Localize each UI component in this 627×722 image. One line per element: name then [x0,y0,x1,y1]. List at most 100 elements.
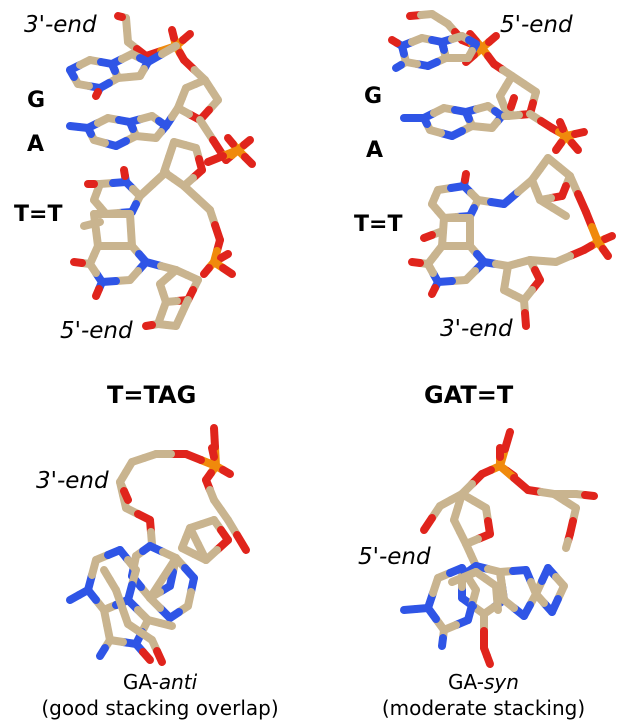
bond-219 [392,61,405,72]
bond-233 [507,94,518,111]
bond-215 [438,38,448,54]
bottom-right-panel-title: GAT=T [424,381,514,409]
bond-333 [601,232,616,243]
bond-541 [438,634,447,650]
bond-153 [217,250,232,262]
bond-255 [462,108,473,123]
top-left-5-prime-end-label: 5'-end [60,318,133,344]
bond-329 [420,231,436,242]
bond-297 [461,170,470,184]
bottom-right-5-prime-end-label: 5'-end [358,544,431,570]
bond-265 [568,139,582,154]
bottom-left-3-prime-end-label: 3'-end [36,468,109,494]
bond-51 [191,76,209,88]
bond-263 [571,128,588,138]
bottom-left-caption-line-2: (good stacking overlap) [41,696,279,720]
top-left-base-g-label: G [27,88,46,113]
bottom-left-panel-title: T=TAG [107,381,197,409]
bond-457 [501,428,514,453]
bond-143 [70,258,86,267]
bottom-right-caption-line-1: GA-syn [340,672,627,692]
bond-301 [514,176,536,196]
bond-351 [521,309,530,330]
bond-7 [114,12,126,21]
bond-157 [200,264,213,278]
bond-551 [493,594,502,614]
bond-83 [240,136,254,149]
bond-167 [164,266,180,281]
top-right-thymine-dimer-label: T=T [354,212,403,237]
bond-141 [92,285,103,300]
bond-11 [168,26,178,42]
bond-175 [142,321,156,330]
bond-441 [66,591,83,604]
top-left-3-prime-end-label: 3'-end [24,12,97,38]
bond-149 [149,168,170,188]
bond-357 [219,466,234,478]
bond-9 [179,30,194,44]
bond-321 [431,242,446,259]
bond-417 [159,554,180,582]
bond-295 [431,186,442,201]
bond-445 [139,648,154,664]
bond-471 [581,491,598,500]
bottom-left-caption-prefix: GA- [122,670,159,694]
bond-173 [178,296,192,317]
bond-395 [186,524,202,548]
bond-217 [388,36,401,47]
bond-377 [120,487,132,504]
bond-477 [420,514,436,534]
bond-325 [408,258,424,267]
top-right-base-g-label: G [364,84,383,109]
bond-267 [556,118,567,133]
bond-117 [120,166,129,180]
bond-517 [496,568,506,590]
bond-85 [241,153,256,168]
bond-539 [400,605,420,614]
bond-429 [88,556,100,579]
bond-27 [66,66,78,81]
bond-525 [532,590,548,607]
bond-41 [92,88,102,100]
bond-361 [208,444,218,461]
bond-537 [429,574,442,597]
bond-483 [562,537,572,552]
top-left-base-a-label: A [27,132,45,157]
bottom-right-caption-conformation: syn [484,670,519,694]
bond-87 [224,134,237,148]
top-right-3-prime-end-label: 3'-end [440,316,513,342]
bond-455 [153,647,166,666]
bottom-right-caption-line-2: (moderate stacking) [381,696,586,720]
bond-155 [219,264,236,278]
bond-545 [483,652,494,668]
bond-447 [156,619,176,630]
bond-375 [147,528,156,548]
bond-229 [502,72,516,90]
bond-99 [165,138,178,161]
bottom-left-caption-conformation: anti [158,670,198,694]
molecule-layer [66,10,616,668]
bond-353 [526,256,547,265]
bond-145 [80,220,96,230]
bond-349 [502,262,512,282]
bond-383 [233,531,250,554]
bond-355 [210,424,219,451]
bond-335 [599,245,612,260]
top-right-base-a-label: A [366,138,384,163]
bond-187 [485,32,500,46]
bond-493 [454,490,466,511]
bond-89 [204,152,227,166]
bond-443 [96,644,109,660]
bottom-left-caption-line-1: GA-anti [0,672,320,692]
bond-75 [126,118,137,133]
bond-37 [108,60,119,75]
bond-39 [158,42,180,58]
bond-77 [168,104,182,121]
bond-139 [90,242,102,259]
top-left-thymine-dimer-label: T=T [14,202,63,227]
bond-279 [536,154,552,173]
bond-79 [66,122,83,131]
bond-407 [139,542,154,555]
bond-269 [552,139,565,154]
